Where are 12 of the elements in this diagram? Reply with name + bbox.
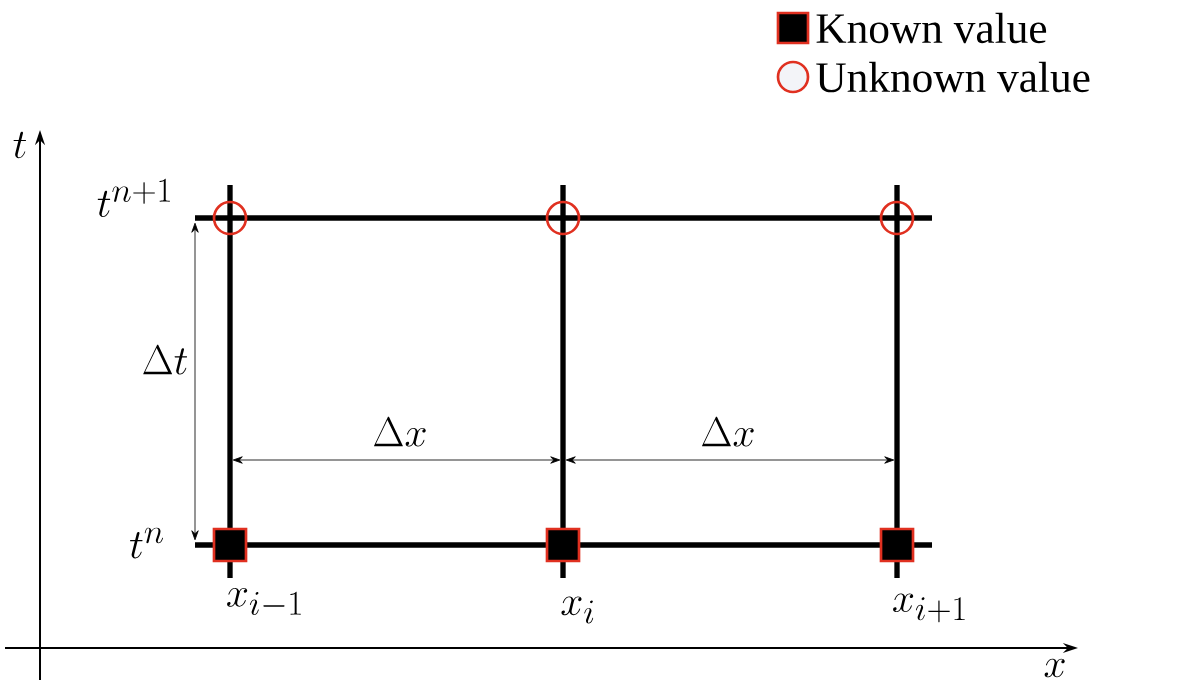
legend-text: Unknown value bbox=[816, 61, 1090, 93]
math-label: $\Delta t$ bbox=[143, 344, 188, 375]
math-label: $t^n$ bbox=[130, 527, 163, 559]
math-label: $t^{n+1}$ bbox=[97, 178, 170, 218]
math-label: $x_i$ bbox=[561, 596, 594, 624]
math-label: $x_{i-1}$ bbox=[227, 588, 301, 615]
math-label: $\Delta x$ bbox=[702, 416, 754, 447]
legend-text: Known value bbox=[816, 12, 1047, 44]
math-label: $x_{i+1}$ bbox=[893, 593, 965, 623]
math-label: $\Delta x$ bbox=[374, 416, 426, 447]
axis-label: $t$ bbox=[13, 131, 27, 159]
axis-label: $x$ bbox=[1044, 658, 1065, 678]
